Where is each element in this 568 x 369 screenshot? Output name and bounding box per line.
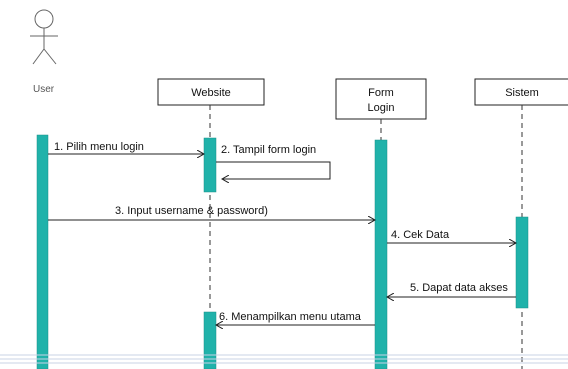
message-1-label: 1. Pilih menu login [54,141,144,153]
message-5-label: 5. Dapat data akses [410,282,508,294]
website-activation-bar-1 [203,137,217,193]
form-login-participant-box [335,78,427,120]
sistem-participant-label: Sistem [505,87,539,99]
bottom-artifact-lines [0,354,568,364]
message-3-label: 3. Input username & password) [115,205,268,217]
message-2-self-arrow [216,161,331,179]
form-login-activation-bar [374,139,388,369]
form-login-label-line1: Form [368,87,394,99]
message-4-label: 4. Cek Data [391,229,450,241]
form-login-label-line2: Login [368,102,395,114]
message-6-label: 6. Menampilkan menu utama [219,311,362,323]
website-participant-box [157,78,265,106]
sistem-participant-box [474,78,568,106]
user-activation-bar [36,134,49,369]
website-participant-label: Website [191,87,231,99]
sistem-activation-bar [515,216,529,309]
user-actor-label: User [33,84,55,95]
message-2-label: 2. Tampil form login [221,144,316,156]
website-activation-bar-2 [203,311,217,369]
user-actor-icon [30,9,58,65]
